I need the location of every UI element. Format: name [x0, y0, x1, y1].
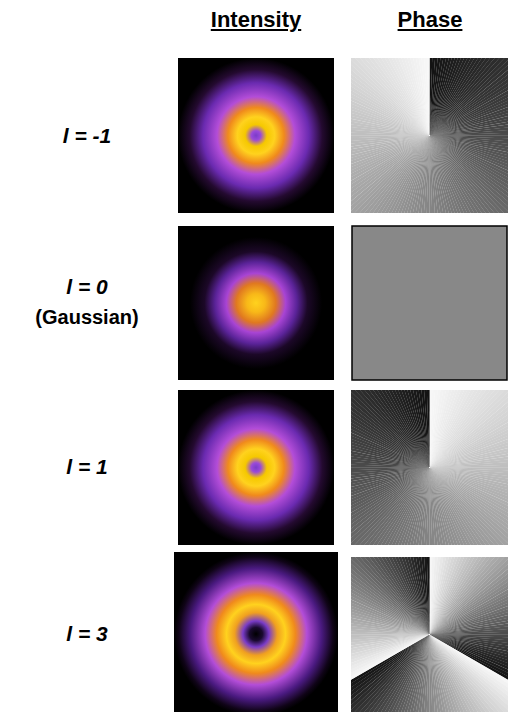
phase-wedge — [351, 635, 430, 653]
phase-wedge — [351, 634, 430, 639]
phase-wedge — [411, 557, 429, 635]
mode-label: l = 0 — [66, 275, 107, 299]
phase-wedge — [351, 468, 430, 477]
phase-wedge — [425, 557, 430, 635]
phase-wedge — [425, 390, 430, 468]
phase-wedge — [430, 635, 444, 712]
phase-images — [300, 6, 517, 712]
intensity-ground — [178, 58, 334, 213]
column-header: Phase — [398, 7, 463, 33]
column-header: Intensity — [211, 7, 301, 33]
phase-wedge — [430, 621, 509, 635]
phase-wedge — [420, 557, 429, 635]
phase-wedge — [430, 117, 509, 135]
phase-map — [351, 557, 508, 712]
phase-wedge — [420, 390, 429, 468]
phase-wedge — [430, 635, 439, 712]
phase-map — [351, 390, 508, 545]
phase-wedge — [430, 449, 509, 467]
phase-wedge — [416, 557, 430, 635]
intensity-images — [174, 58, 338, 712]
phase-wedge — [351, 136, 430, 145]
intensity-ground — [178, 226, 334, 380]
phase-wedge — [416, 58, 430, 136]
phase-wedge — [429, 468, 434, 546]
donut-beam — [178, 58, 334, 213]
phase-wedge — [430, 468, 448, 546]
phase-wedge — [420, 58, 429, 135]
phase-wedge — [416, 390, 430, 468]
phase-wedge — [430, 630, 509, 635]
donut-beam — [174, 552, 338, 712]
phase-wedge — [430, 454, 509, 468]
phase-wedge — [351, 467, 430, 472]
phase-wedge — [351, 136, 430, 150]
phase-wedge — [351, 468, 430, 486]
mode-label: l = -1 — [63, 124, 111, 148]
phase-wedge — [430, 635, 448, 712]
donut-beam — [178, 390, 334, 545]
phase-wedge — [351, 635, 430, 644]
phase-wedge — [351, 135, 430, 140]
phase-map — [351, 58, 508, 213]
phase-wedge — [430, 625, 509, 634]
phase-wedge — [430, 126, 509, 135]
gaussian-beam — [190, 237, 322, 369]
phase-wedge — [430, 136, 439, 214]
mode-label: l = 1 — [66, 455, 107, 479]
mode-label: l = 3 — [66, 622, 107, 646]
phase-wedge — [351, 468, 430, 482]
phase-wedge — [351, 136, 430, 154]
flat-phase — [352, 226, 507, 380]
phase-wedge — [430, 131, 509, 136]
phase-wedge — [430, 122, 509, 136]
mode-note: (Gaussian) — [35, 306, 138, 329]
phase-wedge — [351, 635, 430, 649]
intensity-ground — [178, 390, 334, 545]
phase-wedge — [425, 58, 430, 135]
phase-wedge — [430, 616, 509, 634]
phase-wedge — [411, 390, 429, 468]
phase-wedge — [429, 136, 434, 214]
phase-wedge — [429, 635, 434, 712]
phase-wedge — [430, 468, 439, 546]
phase-wedge — [411, 58, 429, 136]
phase-wedge — [430, 136, 448, 214]
phase-wedge — [430, 458, 509, 467]
phase-wedge — [430, 136, 444, 214]
phase-wedge — [430, 468, 444, 546]
phase-wedge — [430, 463, 509, 468]
